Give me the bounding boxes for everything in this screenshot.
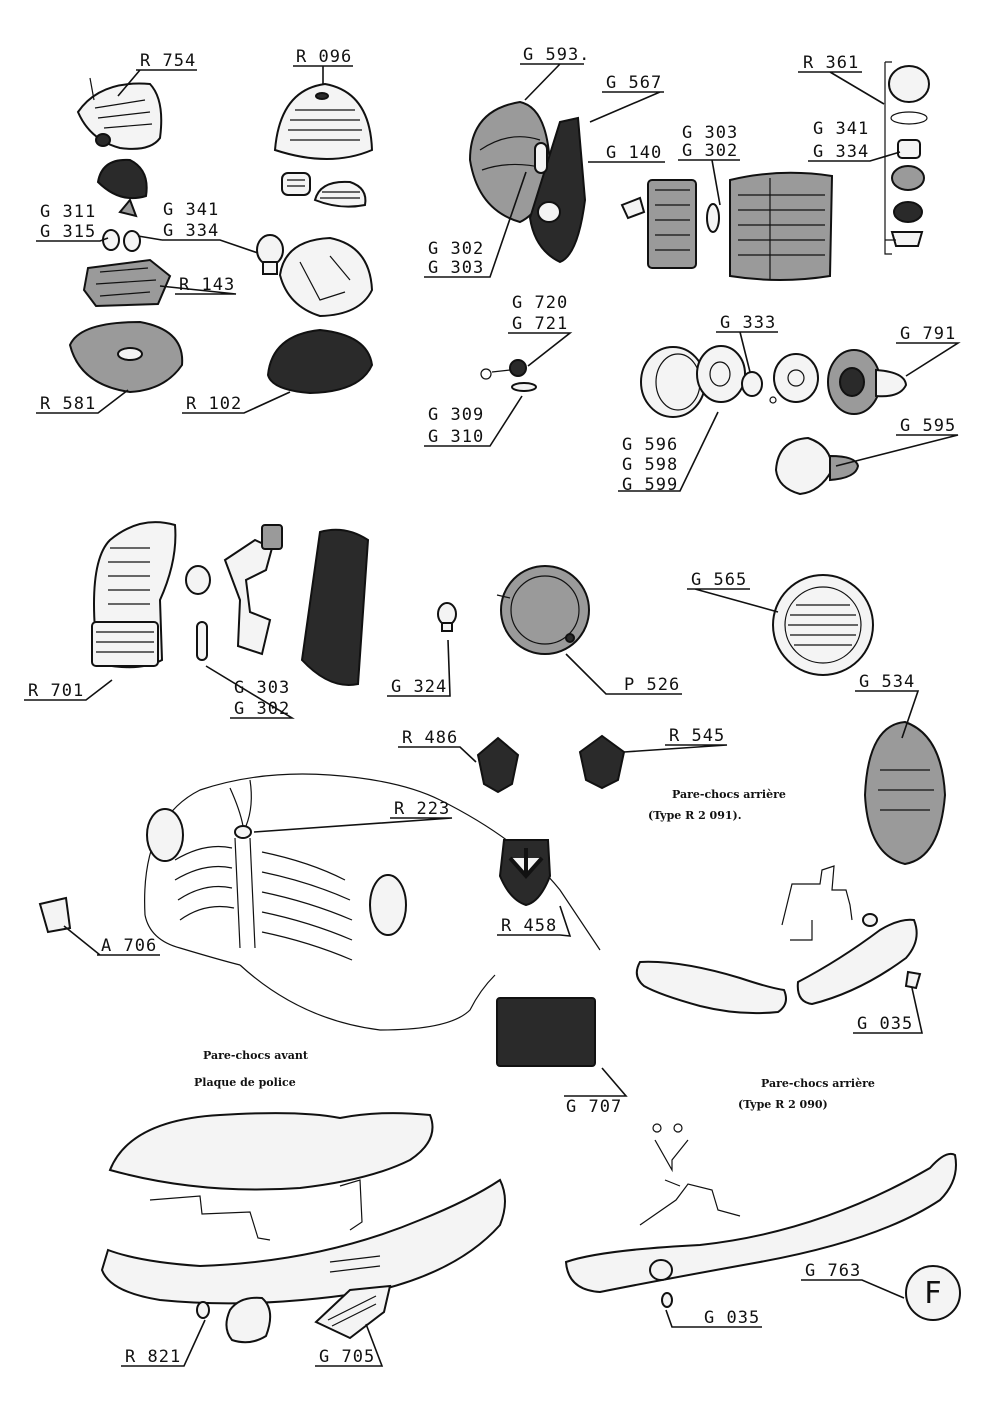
label-g565: G 565 (691, 570, 747, 590)
plate-lamp-a706 (38, 896, 72, 934)
label-g721: G 721 (512, 314, 568, 334)
emblem-r486 (476, 736, 520, 794)
label-g341-right: G 341 (813, 119, 869, 139)
label-g763: G 763 (805, 1261, 861, 1281)
lamp-holder-g140 (620, 179, 720, 269)
label-g334-right: G 334 (813, 142, 869, 162)
bulb-g333 (741, 371, 777, 404)
lamp-g791 (827, 349, 908, 415)
headlamp-lens-g565 (772, 574, 874, 676)
label-g035-right: G 035 (857, 1014, 913, 1034)
lamp-socket-r143 (82, 258, 172, 308)
label-g334-left: G 334 (163, 221, 219, 241)
caption-plate: Plaque de police (194, 1076, 296, 1089)
lamp-stack-r361 (884, 61, 930, 255)
caption-front-bumper: Pare-chocs avant (203, 1049, 309, 1062)
emblem-letter: F (924, 1276, 941, 1311)
part-labels: R 754 R 096 G 593. G 567 R 361 G 311 G 3… (28, 45, 956, 1367)
side-lamp-body-g567 (528, 116, 587, 264)
lamp-bracket (223, 524, 283, 656)
head-lamp-rim-g596 (640, 345, 746, 418)
label-g598: G 598 (622, 455, 678, 475)
rear-lamp-r701 (91, 521, 177, 669)
small-bulb-g720 (480, 359, 527, 380)
label-g302-mid: G 302 (234, 699, 290, 719)
label-r361: R 361 (803, 53, 859, 73)
label-g311: G 311 (40, 202, 96, 222)
label-r581: R 581 (40, 394, 96, 414)
label-g567: G 567 (606, 73, 662, 93)
label-g791: G 791 (900, 324, 956, 344)
front-bumper-assembly (100, 1112, 506, 1344)
horn-emblem-r458 (498, 839, 552, 907)
reflector-plate (773, 353, 819, 403)
rear-bumper-r2091 (635, 865, 922, 1015)
bulb-g303-middle (185, 565, 211, 661)
label-g309: G 309 (428, 405, 484, 425)
rear-bumper-r2090 (564, 1123, 957, 1308)
label-g333: G 333 (720, 313, 776, 333)
gasket-r581 (68, 320, 184, 394)
small-lens-pieces (281, 172, 367, 208)
festoon-bulb-g309 (511, 382, 537, 392)
label-g596: G 596 (622, 435, 678, 455)
label-g035-bottom: G 035 (704, 1308, 760, 1328)
label-r701: R 701 (28, 681, 84, 701)
lamp-g595 (774, 436, 860, 496)
leader-lines (24, 63, 961, 1367)
captions: Pare-chocs arrière (Type R 2 091). Pare-… (194, 788, 875, 1111)
lamp-housing-bracket (278, 236, 374, 318)
caption-rear-bumper-2: Pare-chocs arrière (761, 1077, 875, 1090)
lamp-inner-pieces (95, 133, 148, 252)
label-g595: G 595 (900, 416, 956, 436)
headlamp-p526 (496, 565, 590, 655)
label-g303-mid: G 303 (234, 678, 290, 698)
label-r223: R 223 (394, 799, 450, 819)
label-g720: G 720 (512, 293, 568, 313)
emblem-g763: F (905, 1265, 961, 1321)
label-r143: R 143 (179, 275, 235, 295)
caption-rear-bumper-1: Pare-chocs arrière (672, 788, 786, 801)
tail-lamp-assembly-r754 (76, 77, 163, 150)
side-panel-lens (300, 528, 370, 686)
tail-lamp-lens-r096 (273, 82, 374, 160)
label-p526: P 526 (624, 675, 680, 695)
caption-rear-bumper-2-type: (Type R 2 090) (738, 1098, 828, 1111)
lamp-cover-g303 (729, 171, 834, 281)
label-g341-left: G 341 (163, 200, 219, 220)
label-r096: R 096 (296, 47, 352, 67)
label-r458: R 458 (501, 916, 557, 936)
label-g303-top: G 303 (682, 123, 738, 143)
label-g303-left: G 303 (428, 258, 484, 278)
label-g310: G 310 (428, 427, 484, 447)
label-g534: G 534 (859, 672, 915, 692)
label-r102: R 102 (186, 394, 242, 414)
emblem-r545 (578, 734, 626, 790)
bulb-g341 (256, 234, 284, 275)
label-g599: G 599 (622, 475, 678, 495)
label-g315: G 315 (40, 222, 96, 242)
label-r545: R 545 (669, 726, 725, 746)
label-g324: G 324 (391, 677, 447, 697)
license-plate-g707 (496, 997, 596, 1067)
label-g593: G 593. (523, 45, 590, 65)
label-g707: G 707 (566, 1097, 622, 1117)
car-front-r223 (144, 773, 601, 1031)
label-r754: R 754 (140, 51, 196, 71)
label-g302-top: G 302 (682, 141, 738, 161)
gasket-r102 (266, 328, 374, 395)
lamp-g534 (863, 720, 947, 866)
label-g302-left: G 302 (428, 239, 484, 259)
label-a706: A 706 (101, 936, 157, 956)
label-r486: R 486 (402, 728, 458, 748)
label-r821: R 821 (125, 1347, 181, 1367)
label-g140: G 140 (606, 143, 662, 163)
bulb-g324 (437, 602, 457, 632)
label-g705: G 705 (319, 1347, 375, 1367)
caption-rear-bumper-1-type: (Type R 2 091). (648, 809, 742, 822)
